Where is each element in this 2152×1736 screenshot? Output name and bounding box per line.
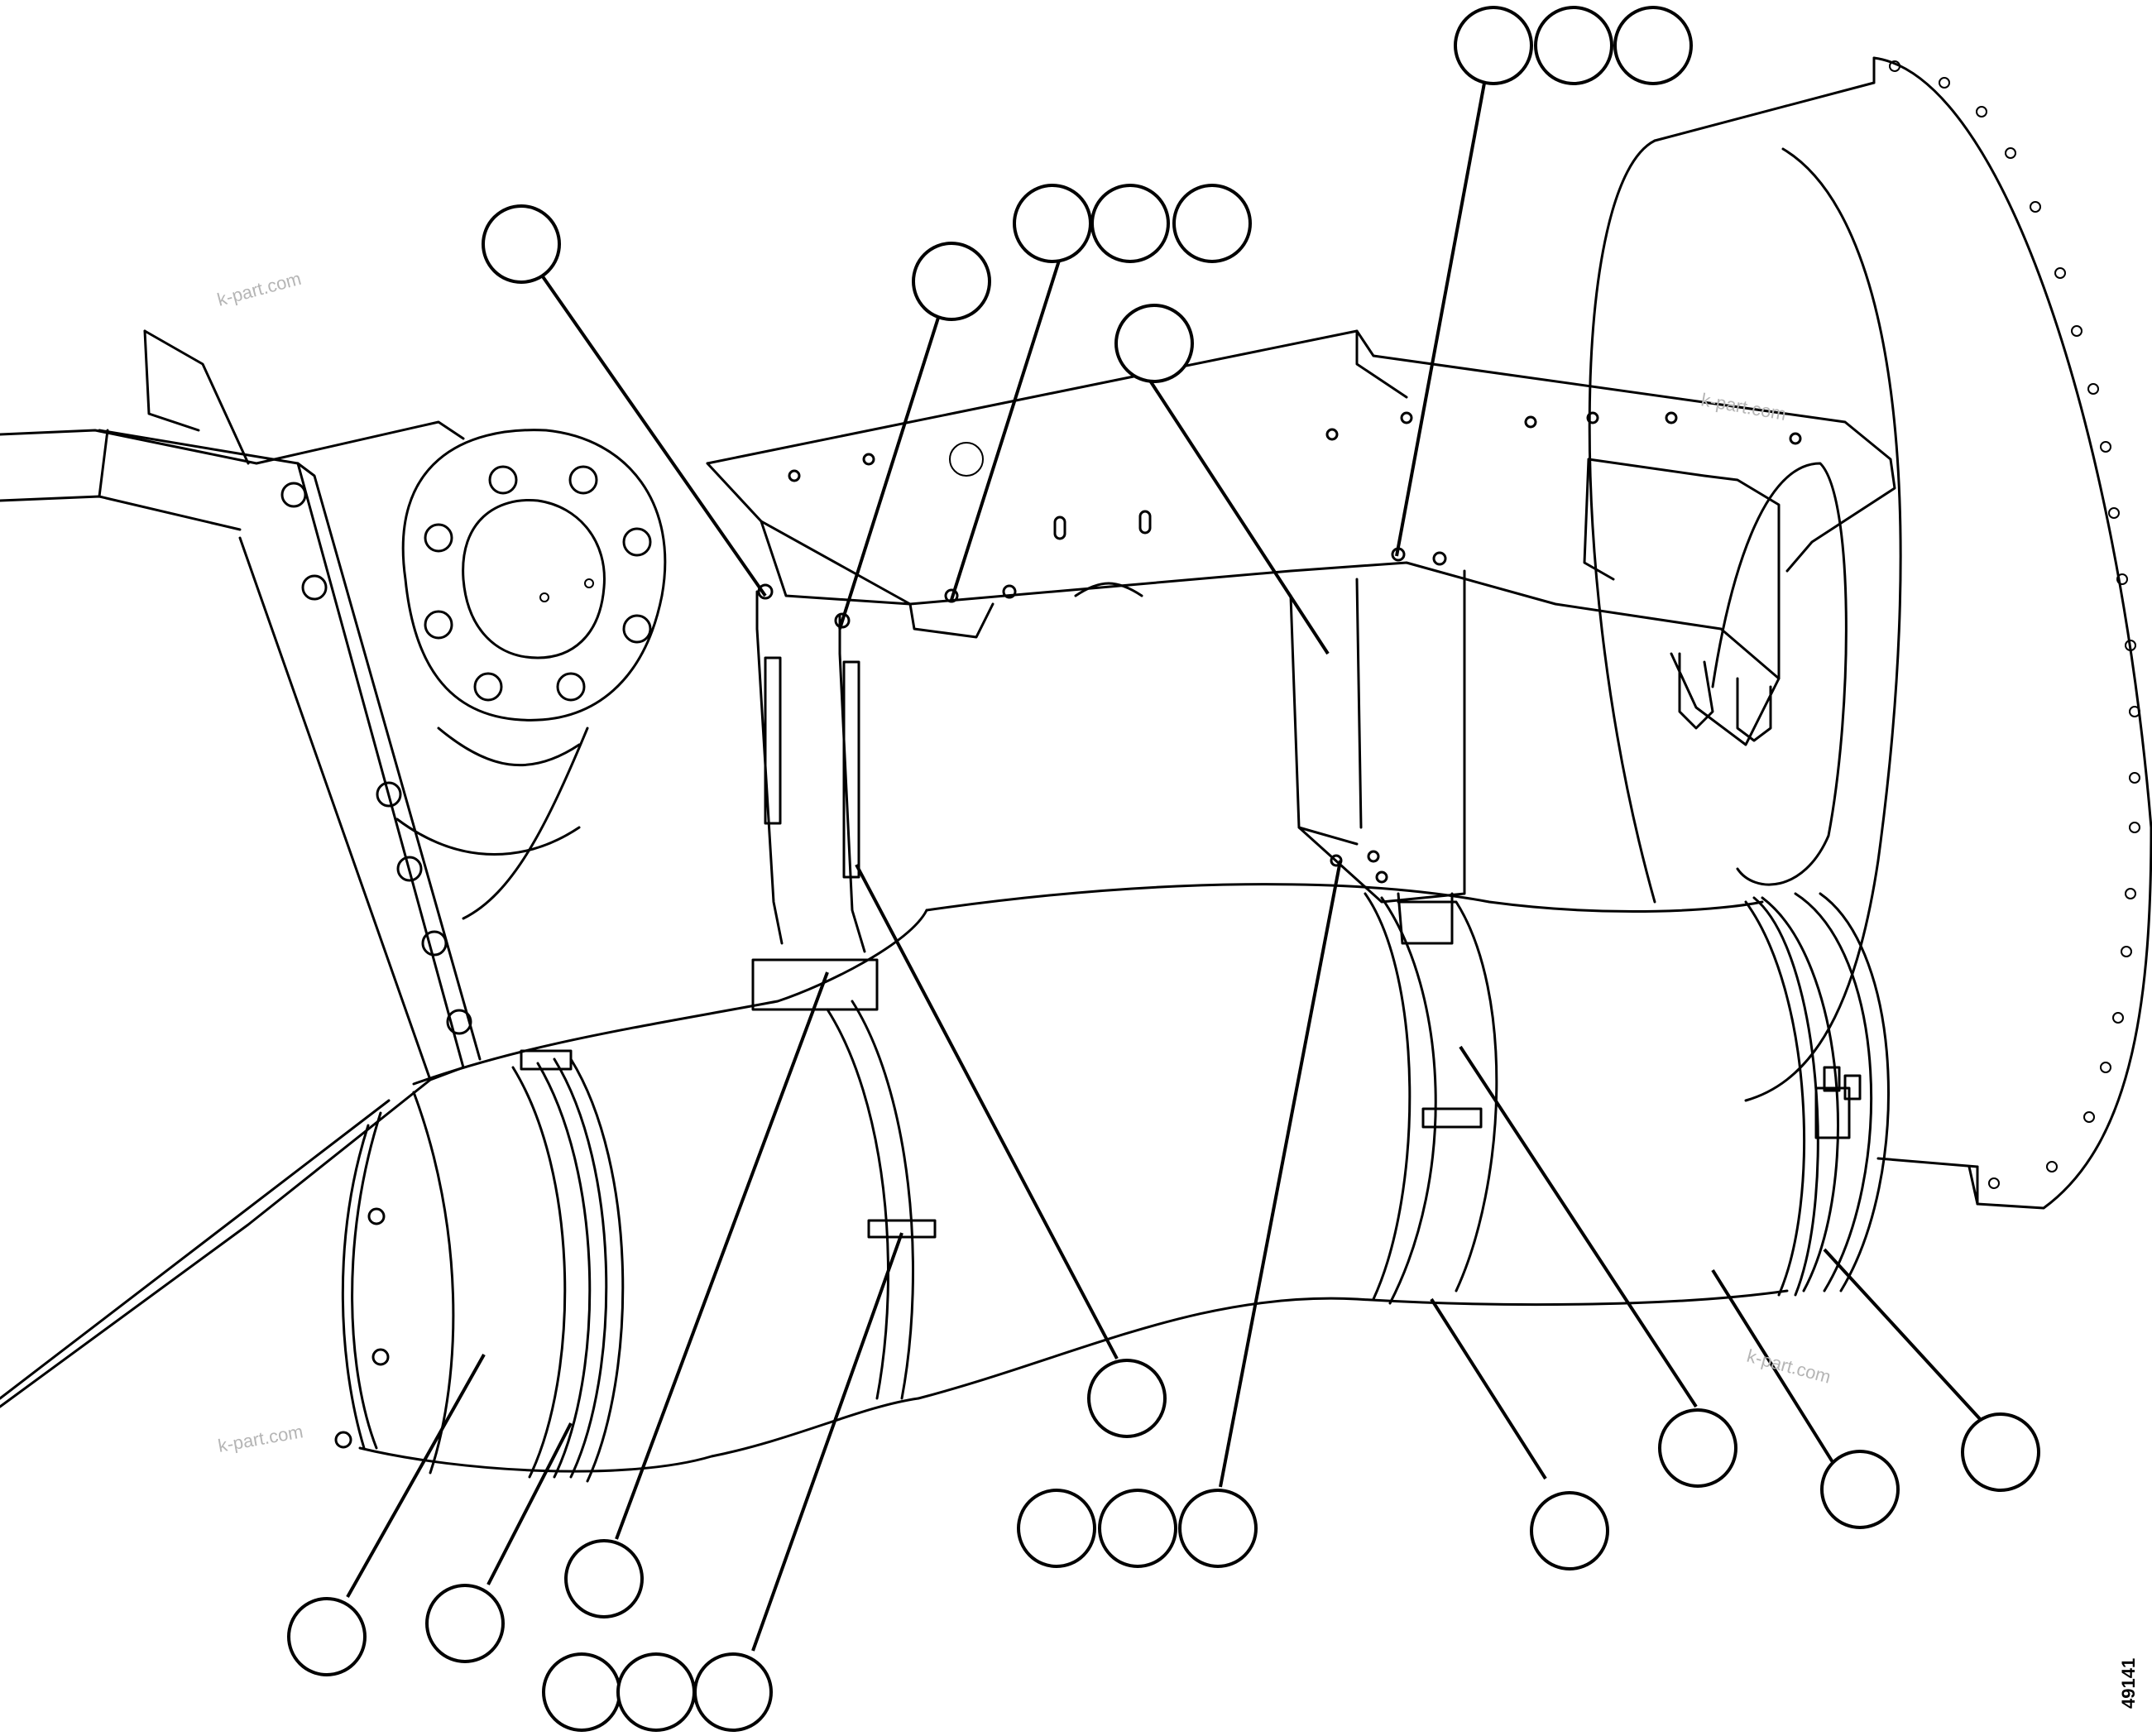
callout-bubble [287,1597,367,1676]
hanger-bracket [1289,569,1466,945]
watermark-text: k-part.com [1745,1345,1833,1388]
callout-bubble [1658,1408,1737,1488]
leader-lines [346,78,1983,1652]
callout-bubble [616,1652,696,1732]
callout-bubble [425,1584,505,1663]
callout-bubble [1534,6,1613,85]
watermark-text: k-part.com [215,268,304,310]
callout-bubble [564,1539,644,1619]
hub-bolt-group [424,465,652,702]
mounting-bracket [706,329,1896,746]
callout-bubble [1017,1489,1096,1568]
callout-bubble [1820,1450,1900,1529]
callout-bubble [1172,184,1252,263]
callout-bubbles [287,6,2040,1732]
arm-bolt-group [280,482,472,1035]
callout-bubble [1114,304,1194,383]
watermark-text: k-part.com [217,1421,305,1456]
exhaust-pipe-right [917,883,1890,1400]
axle-hub [401,429,667,722]
callout-bubble [1961,1412,2040,1492]
callout-bubble [1087,1359,1167,1438]
callout-bubble [482,204,561,284]
callout-bubble [1530,1491,1609,1571]
flange-bolt-group [1889,60,2140,1189]
callout-bubble [1613,6,1693,85]
figure-number: 49141 [2118,1658,2139,1709]
callout-bubble [1090,184,1170,263]
callout-bubble [542,1652,621,1732]
callout-bubble [1178,1489,1258,1568]
housing-flange [1588,56,2152,1210]
hanger-rods [755,583,866,953]
callout-bubble [1013,184,1092,263]
watermark-text: k-part.com [1699,389,1788,424]
callout-bubble [693,1652,773,1732]
callout-bubble [1454,6,1533,85]
exhaust-pipe-left [334,909,937,1483]
callout-bubble [1098,1489,1177,1568]
callout-bubble [912,242,991,321]
